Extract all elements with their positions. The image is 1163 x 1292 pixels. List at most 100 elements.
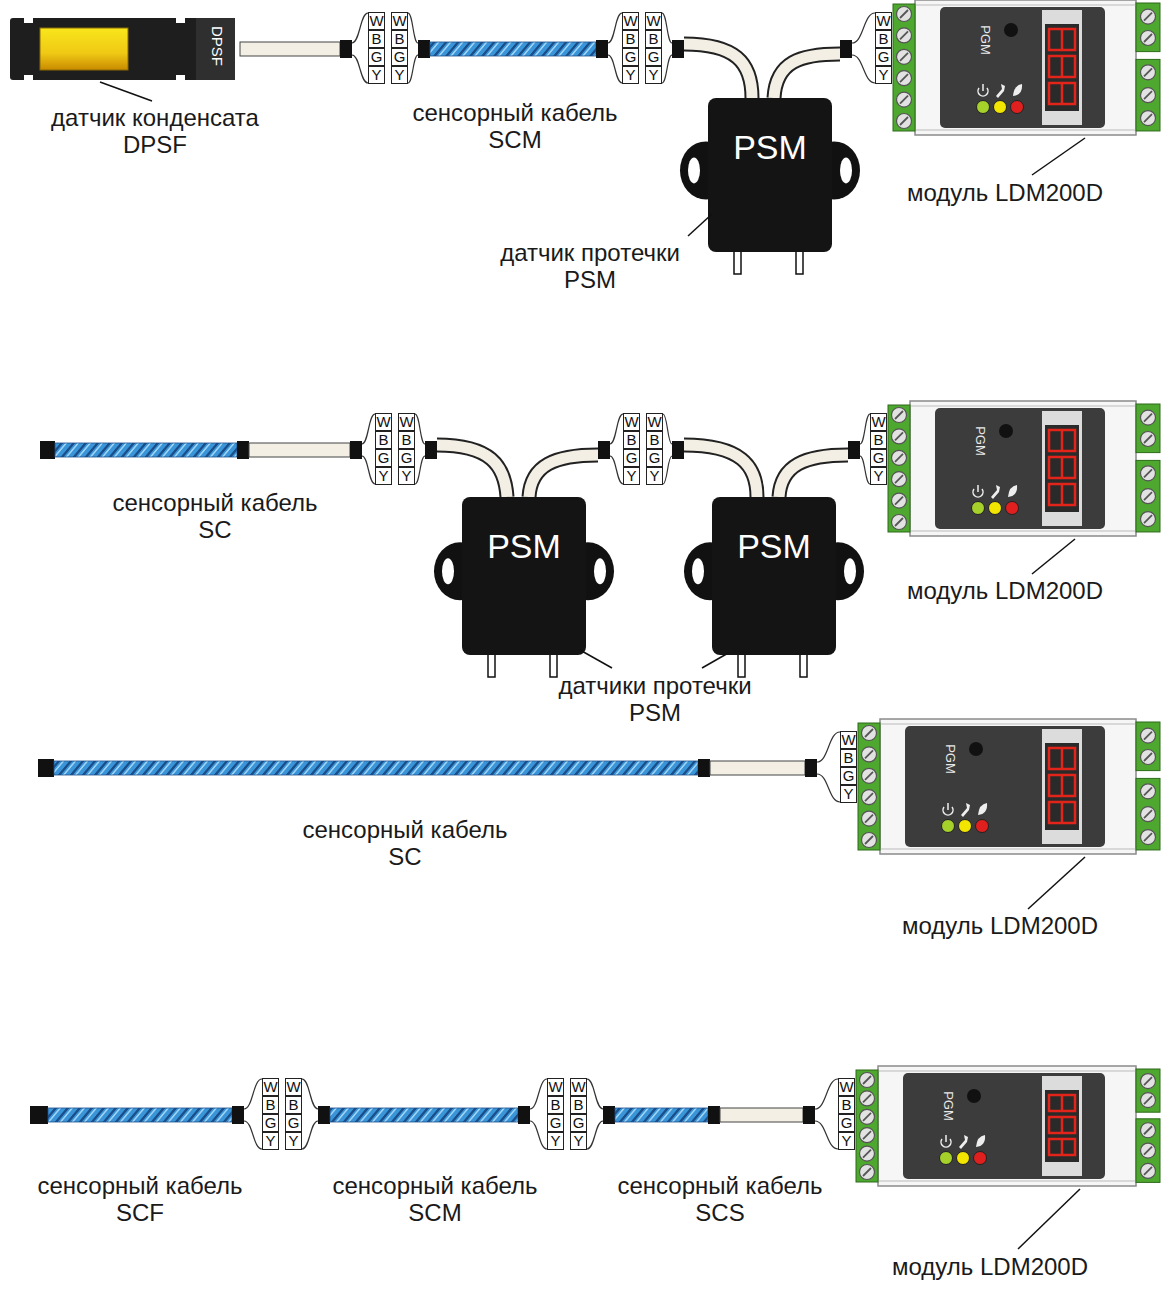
terminal-screw — [862, 726, 877, 741]
screw-slot — [1144, 114, 1152, 122]
terminal-screw — [1141, 1093, 1156, 1108]
wrench-icon — [961, 803, 970, 817]
drop-icon — [1013, 84, 1022, 96]
tube-outline — [774, 54, 840, 98]
display-window — [1045, 743, 1079, 830]
cable-cap — [30, 1106, 48, 1124]
pin-letter: G — [646, 449, 663, 467]
pgm-button — [1004, 23, 1018, 37]
part-caption: сенсорный кабель SCS — [590, 1173, 850, 1227]
pin-letter: W — [391, 12, 408, 30]
display-window — [1045, 1090, 1079, 1162]
terminal-screw — [897, 71, 912, 86]
screw-slot — [1144, 492, 1152, 500]
connector-bracket — [608, 13, 622, 83]
digit-segment — [1061, 430, 1064, 451]
status-led — [1006, 502, 1019, 515]
tube-outline — [684, 44, 752, 98]
part-caption: датчик протечки PSM — [472, 240, 709, 294]
connector-bracket — [362, 414, 375, 484]
terminal-screw — [1141, 1163, 1156, 1178]
pin-letter: G — [398, 449, 415, 467]
terminal-screw — [862, 768, 877, 783]
screw-slot — [1144, 1077, 1152, 1085]
pgm-button — [969, 742, 983, 756]
power-icon — [977, 485, 979, 492]
front-panel — [935, 408, 1105, 529]
cable-cap — [708, 1106, 720, 1124]
wrench-icon — [996, 84, 1005, 98]
part-caption: сенсорный кабель SC — [283, 817, 527, 871]
pin-letter: G — [285, 1114, 302, 1132]
terminal-block — [888, 405, 910, 532]
connector-bracket — [662, 13, 672, 83]
ear-hole — [692, 558, 704, 584]
module-housing — [856, 1066, 1160, 1186]
tube-core — [684, 445, 757, 497]
screw-slot — [1144, 787, 1152, 795]
power-icon — [945, 1135, 947, 1142]
screw-slot — [1144, 732, 1152, 740]
sensor-name: PSM — [708, 98, 832, 167]
bracket-line — [530, 1121, 547, 1149]
wrench-icon — [959, 1135, 968, 1149]
part-caption: сенсорный кабель SCM — [383, 100, 647, 154]
pin-letter: G — [645, 48, 662, 66]
terminal-screw — [1141, 410, 1156, 425]
cable-cap — [40, 441, 55, 459]
screw-slot — [865, 836, 873, 844]
screw-slot — [865, 750, 873, 758]
screw-slot — [895, 497, 903, 505]
cable-cap — [840, 40, 852, 58]
screw-slot — [900, 96, 908, 104]
connector-bracket — [302, 1079, 318, 1149]
terminal-screw — [1141, 830, 1156, 845]
digit-segment — [1049, 802, 1075, 823]
lead-cable — [710, 761, 805, 775]
screw-slot — [1144, 435, 1152, 443]
pin-letter: W — [398, 413, 415, 431]
part-caption: датчики протечки PSM — [530, 673, 780, 727]
terminal-screw — [1141, 1074, 1156, 1089]
pin-letter: W — [875, 12, 892, 30]
tube-outline — [529, 455, 598, 497]
pin-letter: W — [870, 413, 887, 431]
module-body — [878, 1066, 1136, 1186]
pin-letter: B — [646, 431, 663, 449]
pin-letter: G — [570, 1114, 587, 1132]
tube-outline — [684, 445, 757, 497]
bracket-line — [610, 414, 623, 444]
screw-slot — [863, 1094, 871, 1102]
connector-bracket — [408, 13, 418, 83]
pin-letter: G — [262, 1114, 279, 1132]
digit-segment — [1061, 484, 1064, 505]
terminal-screw — [862, 790, 877, 805]
terminal-screw — [862, 833, 877, 848]
pin-letter: Y — [645, 66, 662, 84]
status-led — [942, 820, 955, 833]
pin-letter: W — [838, 1078, 855, 1096]
condensate-sensor: DPSF — [10, 18, 235, 80]
status-led — [972, 502, 985, 515]
tube-core — [774, 54, 840, 98]
terminal-screw — [860, 1073, 875, 1088]
pin-letter: Y — [838, 1132, 855, 1150]
terminal-screw — [1141, 1143, 1156, 1158]
cable-cap — [596, 40, 608, 58]
power-icon — [982, 84, 984, 91]
ear-hole — [844, 558, 856, 584]
terminal-block — [856, 1070, 878, 1182]
screw-slot — [1144, 810, 1152, 818]
pin-letter: Y — [368, 66, 385, 84]
bracket-line — [587, 1121, 603, 1149]
pin-letter: W — [547, 1078, 564, 1096]
pin-letter: W — [375, 413, 392, 431]
terminal-screw — [897, 92, 912, 107]
terminal-screw — [1141, 749, 1156, 764]
screw-slot — [863, 1131, 871, 1139]
bracket-line — [662, 55, 672, 83]
cable-row — [30, 1106, 815, 1124]
display-frame — [1042, 729, 1082, 844]
screw-slot — [865, 793, 873, 801]
